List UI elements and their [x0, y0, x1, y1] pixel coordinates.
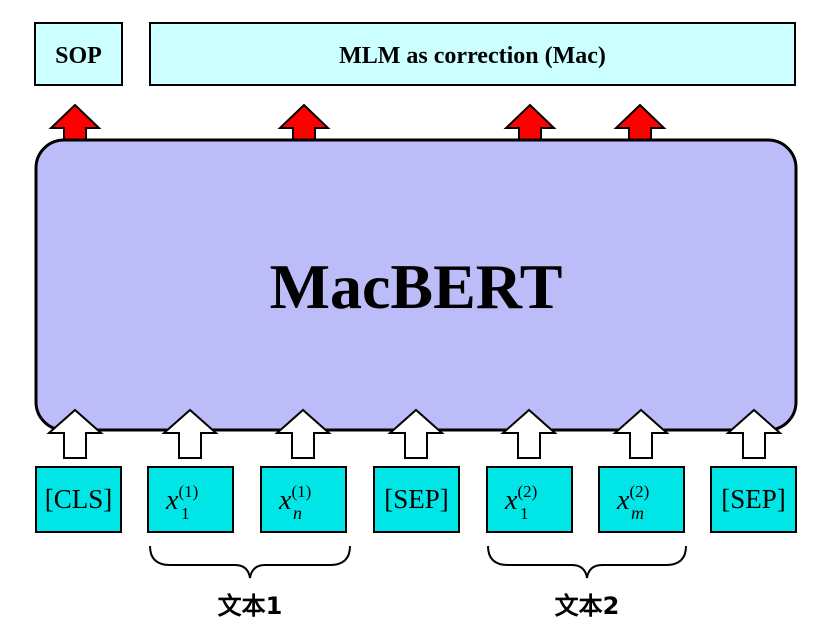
brace-text1: [149, 545, 351, 579]
input-arrow-x1-1: [161, 408, 219, 459]
svg-text:x(1): x(1): [165, 482, 198, 516]
input-arrow-cls: [46, 408, 104, 459]
token-x1-1: x(1) 1: [147, 466, 234, 533]
token-xm-2: x(2) m: [598, 466, 685, 533]
token-x1-1-sub: 1: [181, 504, 190, 523]
input-arrow-x1-2: [500, 408, 558, 459]
svg-text:x(1): x(1): [278, 482, 311, 516]
sop-head-label: SOP: [55, 43, 102, 69]
mlm-head-label: MLM as correction (Mac): [339, 43, 606, 69]
token-cls-label: [CLS]: [45, 484, 113, 514]
token-x1-2-base: x: [504, 485, 518, 516]
token-sep2-label: [SEP]: [721, 484, 786, 514]
token-x1-2-sup: (2): [517, 482, 537, 501]
token-cls: [CLS]: [35, 466, 122, 533]
token-x1-2: x(2) 1: [486, 466, 573, 533]
model-title: MacBERT: [270, 251, 563, 322]
token-xm-2-sub: m: [631, 503, 644, 523]
token-xn-1-base: x: [278, 485, 292, 516]
token-xm-2-sup: (2): [629, 482, 649, 501]
input-arrow-xm-2: [612, 408, 670, 459]
brace-text2: [487, 545, 687, 579]
token-xm-2-base: x: [616, 485, 630, 516]
segment-label-text1: 文本1: [218, 592, 283, 620]
token-sep2: [SEP]: [710, 466, 797, 533]
input-arrow-sep1: [387, 408, 445, 459]
input-arrow-sep2: [725, 408, 783, 459]
token-sep1: [SEP]: [373, 466, 460, 533]
svg-text:x(2): x(2): [504, 482, 537, 516]
mlm-head: MLM as correction (Mac): [149, 22, 796, 86]
svg-text:x(2): x(2): [616, 482, 649, 516]
token-x1-1-base: x: [165, 485, 179, 516]
sop-head: SOP: [34, 22, 123, 86]
macbert-model: MacBERT: [34, 138, 798, 432]
token-sep1-label: [SEP]: [384, 484, 449, 514]
token-xn-1-sup: (1): [291, 482, 311, 501]
input-arrow-xn-1: [274, 408, 332, 459]
token-x1-2-sub: 1: [520, 504, 529, 523]
token-x1-1-sup: (1): [178, 482, 198, 501]
segment-label-text2: 文本2: [555, 592, 620, 620]
token-xn-1: x(1) n: [260, 466, 347, 533]
token-xn-1-sub: n: [293, 503, 302, 523]
